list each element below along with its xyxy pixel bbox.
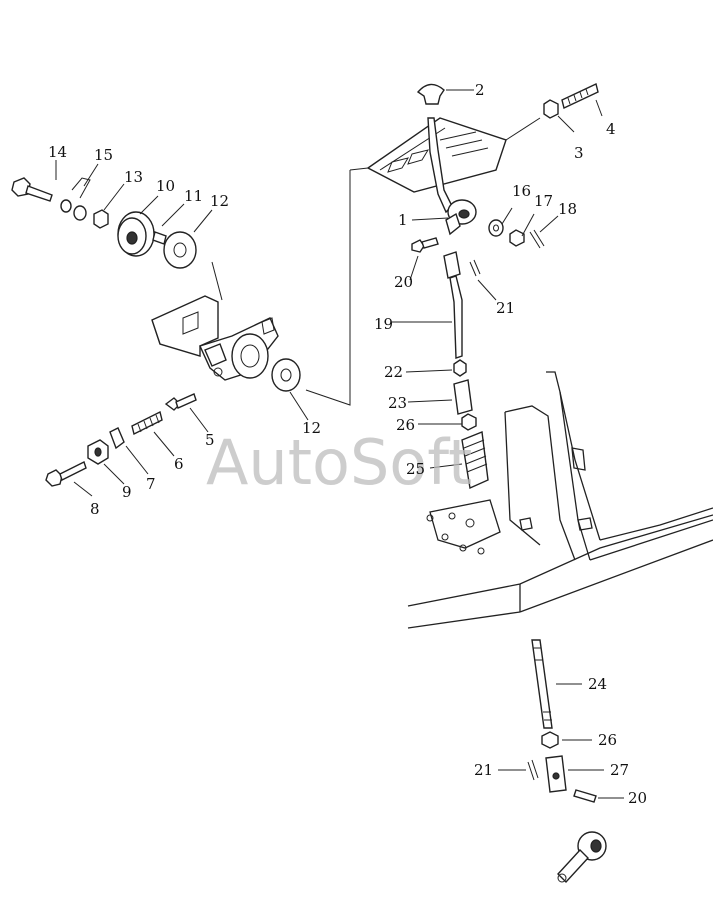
callout-11: 11	[184, 187, 203, 205]
part-9-nut	[87, 439, 109, 465]
part-1-lever-plate	[366, 117, 507, 236]
callout-27: 27	[610, 761, 629, 779]
callout-22: 22	[384, 363, 403, 381]
part-27-clevis	[545, 755, 567, 793]
part-23-coupling	[453, 379, 473, 415]
callout-12-lower: 12	[302, 419, 321, 437]
bracket-assembly	[151, 295, 279, 381]
part-7-block	[109, 427, 125, 450]
part-17-nut	[509, 229, 525, 247]
part-12-washer-upper	[163, 231, 197, 269]
callout-24: 24	[588, 675, 607, 693]
part-number-labels: 2 4 3 1 16 17 18 20 21 19 22 23 26 25 24…	[48, 81, 647, 807]
part-15-washer	[60, 177, 91, 221]
callout-1: 1	[398, 211, 408, 229]
callout-18: 18	[558, 200, 577, 218]
part-8-bolt	[45, 461, 87, 487]
callout-14: 14	[48, 143, 67, 161]
callout-7: 7	[146, 475, 156, 493]
machine-frame	[407, 371, 713, 629]
part-25-boot	[461, 431, 489, 490]
callout-9: 9	[122, 483, 132, 501]
part-21-cotter-lower	[527, 759, 539, 781]
part-24-rod	[531, 639, 553, 729]
assembly-guide-lines	[211, 167, 369, 406]
callout-26-upper: 26	[396, 416, 415, 434]
callout-8: 8	[90, 500, 100, 518]
callout-23: 23	[388, 394, 407, 412]
part-4-stud	[561, 83, 599, 109]
callout-21-lower: 21	[474, 761, 493, 779]
callout-20-upper: 20	[394, 273, 413, 291]
callout-15: 15	[94, 146, 113, 164]
callout-26-lower: 26	[598, 731, 617, 749]
callout-2: 2	[475, 81, 485, 99]
leader-lines	[55, 89, 624, 799]
part-10-pulley	[117, 211, 155, 257]
part-20-bolt-lower	[573, 789, 597, 803]
callout-19: 19	[374, 315, 393, 333]
callout-20-lower: 20	[628, 789, 647, 807]
callout-17: 17	[534, 192, 553, 210]
part-5-pin	[164, 393, 197, 411]
autosoft-watermark: AutoSoft	[206, 426, 472, 499]
part-20-bolt-upper	[411, 237, 439, 253]
callout-10: 10	[156, 177, 175, 195]
part-19-rod	[443, 251, 463, 359]
callout-13: 13	[124, 168, 143, 186]
part-26-nut-lower	[541, 731, 559, 749]
part-22-nut	[453, 359, 467, 377]
callout-3: 3	[574, 144, 584, 162]
part-2-knob	[416, 83, 445, 105]
callout-12-upper: 12	[210, 192, 229, 210]
part-13-nut	[93, 209, 109, 229]
part-12-washer-lower	[271, 358, 301, 392]
part-26-nut-upper	[461, 413, 477, 431]
part-11-pin	[152, 231, 167, 245]
callout-16: 16	[512, 182, 531, 200]
part-3-nut	[543, 99, 559, 119]
callout-5: 5	[205, 431, 215, 449]
callout-6: 6	[174, 455, 184, 473]
callout-25: 25	[406, 460, 425, 478]
lower-arm	[557, 831, 607, 884]
callout-4: 4	[606, 120, 616, 138]
part-14-bolt	[11, 177, 53, 202]
part-18-cotter-pin	[529, 229, 545, 249]
part-16-washer	[488, 219, 504, 237]
part-6-spring	[131, 410, 163, 436]
part-21-cotter-upper	[469, 259, 481, 277]
callout-21-upper: 21	[496, 299, 515, 317]
